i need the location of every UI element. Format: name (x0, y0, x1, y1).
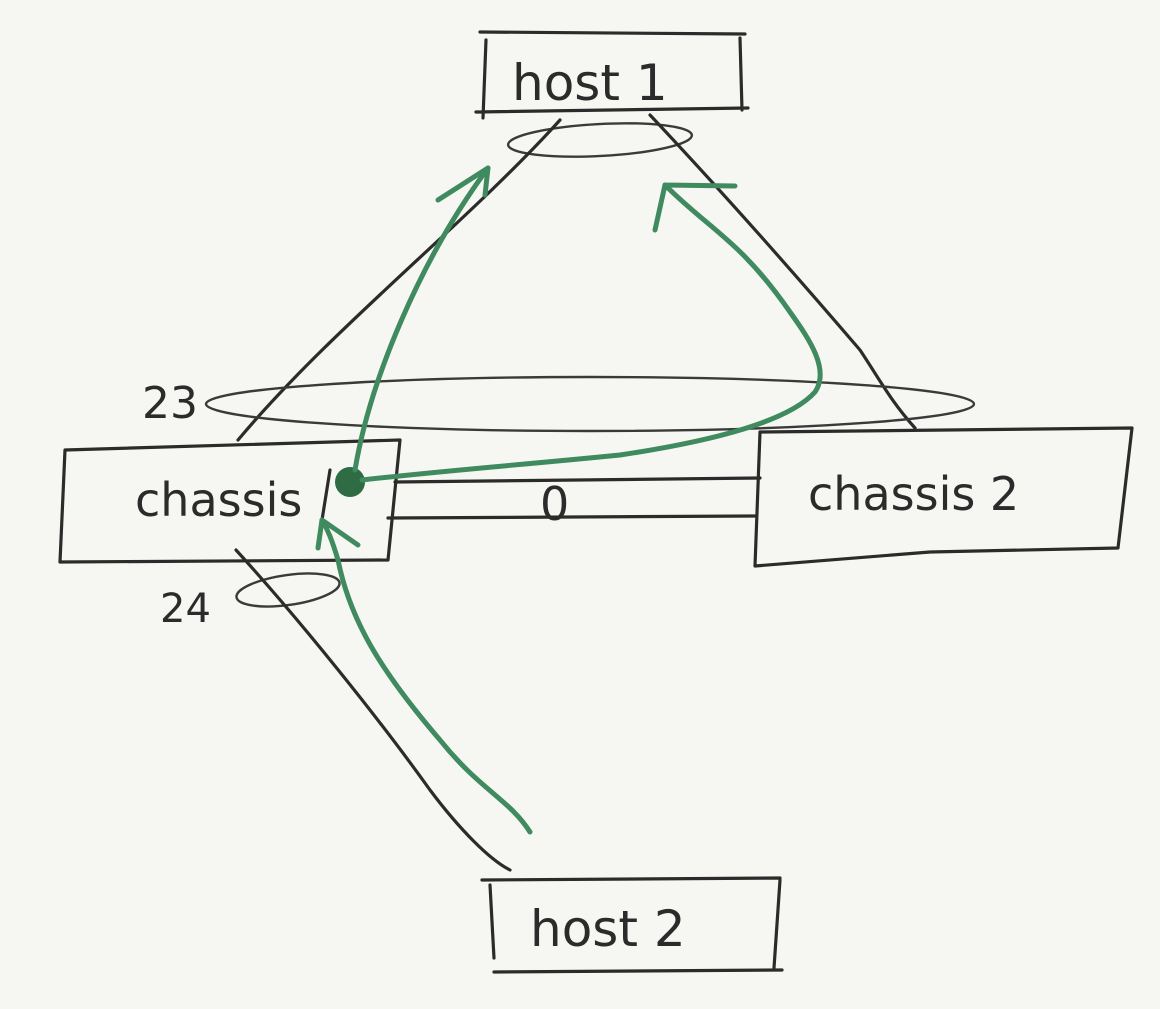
flow-origin-dot (335, 467, 365, 497)
host2-label: host 2 (530, 900, 686, 958)
chassis1-label: chassis (135, 473, 302, 527)
chassis1-box: chassis (58, 438, 402, 564)
chassis2-box: chassis 2 (753, 426, 1134, 568)
link-host1-chassis1 (236, 118, 562, 442)
interconnect-line-lower (386, 514, 757, 520)
host1-lag-ellipse (506, 122, 694, 158)
interconnect-line-upper (393, 476, 762, 484)
link-chassis1-host2 (234, 548, 512, 872)
interconnect-label: 0 (540, 477, 569, 531)
traffic-flow (315, 165, 823, 835)
link-host1-chassis2 (648, 113, 917, 430)
flow-arrowhead-chassis1 (315, 517, 361, 551)
group23-label: 23 (142, 378, 198, 429)
flow-chassis1-to-host1 (352, 165, 491, 473)
host1-box: host 1 (474, 30, 750, 120)
flow-chassis1-to-chassis2-to-host1 (359, 182, 823, 483)
host1-label: host 1 (512, 54, 668, 112)
host2-box: host 2 (480, 876, 784, 974)
flow-arrowhead-host1-right (652, 182, 738, 233)
flow-host2-to-chassis1 (319, 517, 533, 835)
chassis2-label: chassis 2 (808, 467, 1019, 521)
group23-ellipse (204, 375, 976, 433)
group24-label: 24 (160, 586, 211, 632)
group24-ellipse (235, 572, 341, 608)
flow-arrowhead-host1-left (435, 165, 491, 203)
